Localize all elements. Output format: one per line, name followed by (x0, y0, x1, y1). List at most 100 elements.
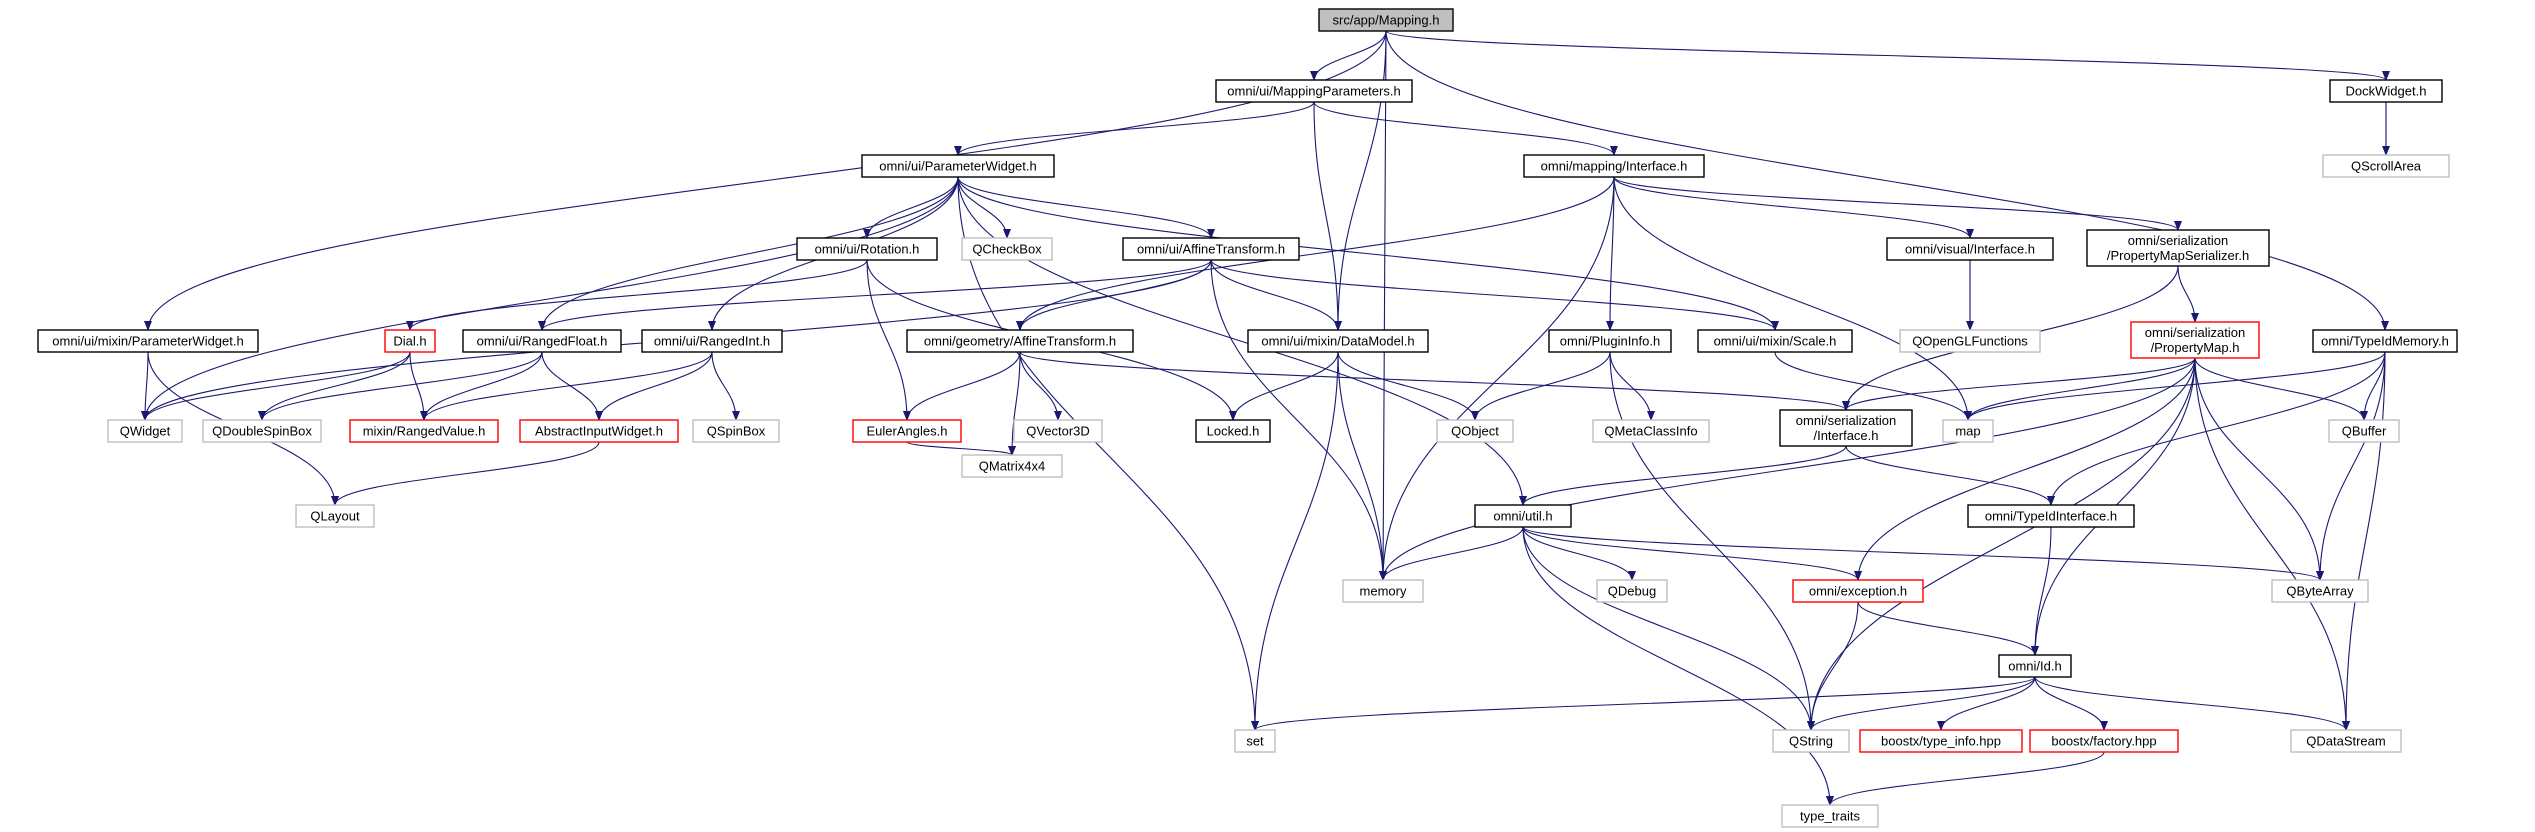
node-typeinfo[interactable]: boostx/type_info.hpp (1859, 729, 2023, 753)
dependency-edge (1379, 526, 1524, 581)
edge-util-to-type_traits (1522, 526, 1834, 806)
node-ranged-int[interactable]: omni/ui/RangedInt.h (641, 329, 783, 353)
node-abstractinput[interactable]: AbstractInputWidget.h (519, 419, 679, 443)
node-label: DockWidget.h (2346, 84, 2427, 99)
node-label: omni/ui/MappingParameters.h (1227, 84, 1400, 99)
node-mixin-scale[interactable]: omni/ui/mixin/Scale.h (1697, 329, 1853, 353)
node-label: QString (1789, 734, 1833, 749)
node-mapping-iface[interactable]: omni/mapping/Interface.h (1523, 154, 1705, 178)
dependency-edge (2342, 351, 2386, 731)
node-propmap-ser[interactable]: omni/serialization/PropertyMapSerializer… (2086, 229, 2270, 267)
node-geom-affine[interactable]: omni/geometry/AffineTransform.h (906, 329, 1134, 353)
node-param-widget[interactable]: omni/ui/ParameterWidget.h (861, 154, 1055, 178)
node-exception[interactable]: omni/exception.h (1792, 579, 1924, 603)
edge-rotation-to-eulerangles (866, 259, 911, 421)
dependency-edge (1379, 176, 1615, 581)
node-map: map (1942, 419, 1994, 443)
node-box (1342, 579, 1424, 603)
edge-mapping_iface-to-plugininfo (1606, 176, 1615, 331)
node-box (1523, 154, 1705, 178)
node-mixin-param[interactable]: omni/ui/mixin/ParameterWidget.h (37, 329, 259, 353)
edge-param_widget-to-ranged_float (538, 176, 959, 331)
node-label: mixin/RangedValue.h (363, 424, 486, 439)
dependency-edge (1609, 351, 1815, 731)
node-qdebug: QDebug (1596, 579, 1668, 603)
node-label: QLayout (310, 509, 360, 524)
node-label: AbstractInputWidget.h (535, 424, 663, 439)
node-box (1548, 329, 1672, 353)
node-label: omni/ui/RangedFloat.h (477, 334, 608, 349)
node-box (1859, 729, 2023, 753)
edge-abstractinput-to-qlayout (331, 441, 600, 506)
node-mapping-params[interactable]: omni/ui/MappingParameters.h (1215, 79, 1413, 103)
node-qmatrix4x4: QMatrix4x4 (961, 454, 1063, 478)
edge-propmap_ser-to-propertymap (2177, 265, 2199, 323)
dependency-edge (1522, 526, 1815, 731)
node-qbytearray: QByteArray (2271, 579, 2369, 603)
dependency-edge (1210, 259, 1387, 581)
edge-mapping_iface-to-map (1613, 176, 1972, 421)
node-ser-iface[interactable]: omni/serialization/Interface.h (1779, 409, 1913, 447)
node-label: Locked.h (1207, 424, 1260, 439)
node-label: /PropertyMap.h (2151, 340, 2240, 355)
dependency-edge (1807, 357, 2196, 731)
node-label: EulerAngles.h (867, 424, 948, 439)
edge-id_h-to-set (1251, 676, 2036, 731)
node-label: omni/ui/AffineTransform.h (1137, 242, 1285, 257)
node-id-h[interactable]: omni/Id.h (1998, 654, 2072, 678)
edge-mapping_params-to-mapping_iface (1313, 101, 1618, 156)
dependency-edge (866, 259, 911, 421)
node-dial[interactable]: Dial.h (384, 329, 436, 353)
edge-ranged_int-to-abstractinput (595, 351, 713, 421)
edge-geom_affine-to-qvector3d (1019, 351, 1062, 421)
node-label: QDataStream (2306, 734, 2385, 749)
node-qscrollarea: QScrollArea (2322, 154, 2450, 178)
node-propertymap[interactable]: omni/serialization/PropertyMap.h (2130, 321, 2260, 359)
node-label: QMetaClassInfo (1604, 424, 1697, 439)
edge-util-to-exception (1522, 526, 1862, 581)
dependency-edge (1964, 351, 2386, 421)
node-util[interactable]: omni/util.h (1474, 504, 1572, 528)
dependency-edge (2194, 357, 2368, 421)
node-box (861, 154, 1055, 178)
dependency-edge (2177, 265, 2199, 323)
edge-propertymap-to-map (1964, 357, 2196, 421)
node-eulerangles[interactable]: EulerAngles.h (852, 419, 962, 443)
node-visual-iface[interactable]: omni/visual/Interface.h (1886, 237, 2054, 261)
node-label: QWidget (120, 424, 171, 439)
node-mapping-h[interactable]: src/app/Mapping.h (1318, 8, 1454, 32)
dependency-edge (1826, 751, 2105, 806)
edge-plugininfo-to-qmetaclassinfo (1609, 351, 1655, 421)
dependency-edge (957, 176, 1779, 331)
node-factory[interactable]: boostx/factory.hpp (2029, 729, 2179, 753)
dependency-edge (1334, 30, 1387, 331)
edge-ui_affine-to-mixin_scale (1210, 259, 1779, 331)
node-ui-affine[interactable]: omni/ui/AffineTransform.h (1122, 237, 1300, 261)
edge-ranged_int-to-rangedvalue (420, 351, 713, 421)
node-locked[interactable]: Locked.h (1195, 419, 1271, 443)
node-ranged-float[interactable]: omni/ui/RangedFloat.h (462, 329, 622, 353)
node-box (1013, 419, 1103, 443)
edge-datamodel-to-locked (1229, 351, 1339, 421)
node-label: omni/serialization (2145, 325, 2245, 340)
node-datamodel[interactable]: omni/ui/mixin/DataModel.h (1247, 329, 1429, 353)
node-rotation[interactable]: omni/ui/Rotation.h (796, 237, 938, 261)
dependency-edge (141, 351, 411, 421)
node-plugininfo[interactable]: omni/PluginInfo.h (1548, 329, 1672, 353)
node-typeidmemory[interactable]: omni/TypeIdMemory.h (2312, 329, 2458, 353)
node-box (1195, 419, 1271, 443)
edge-propertymap-to-ser_iface (1842, 357, 2196, 411)
node-label: omni/util.h (1493, 509, 1552, 524)
dependency-edge (1845, 445, 2055, 506)
node-dockwidget[interactable]: DockWidget.h (2329, 79, 2443, 103)
dependency-edge (258, 351, 411, 421)
dependency-edge (1379, 357, 2196, 581)
node-box (796, 237, 938, 261)
node-typeidinterface[interactable]: omni/TypeIdInterface.h (1967, 504, 2135, 528)
node-box (462, 329, 622, 353)
dependency-edge (2034, 676, 2350, 731)
node-label: QBuffer (2342, 424, 2387, 439)
dependency-edge (420, 351, 543, 421)
edge-id_h-to-factory (2034, 676, 2108, 731)
node-rangedvalue[interactable]: mixin/RangedValue.h (349, 419, 499, 443)
